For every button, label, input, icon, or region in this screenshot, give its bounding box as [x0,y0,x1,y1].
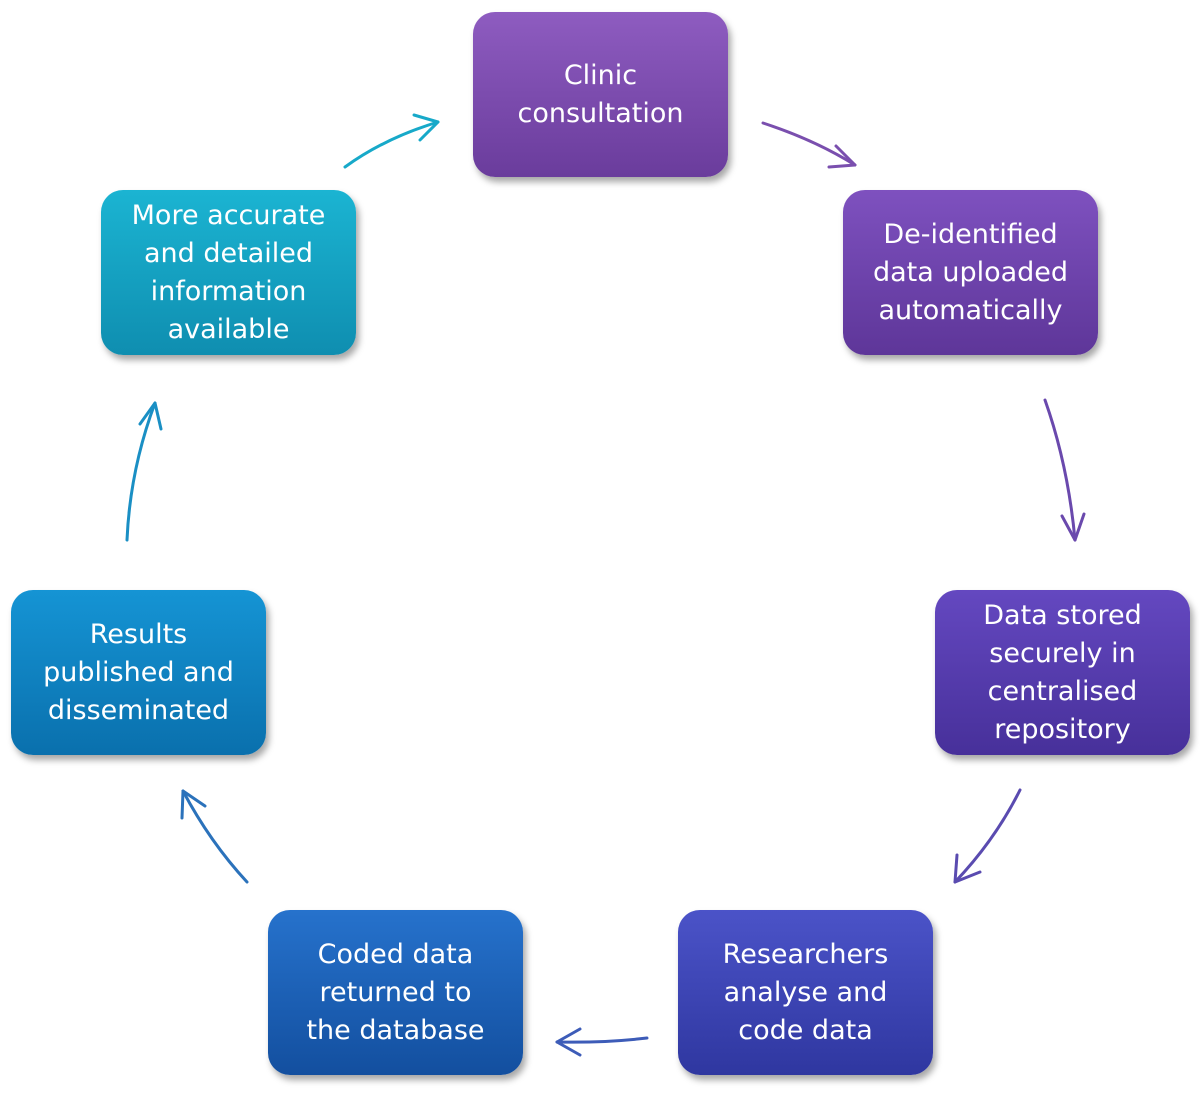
arrow-head-accurate-to-clinic [412,113,440,142]
arrow-deidentified-to-stored [1043,398,1077,542]
arrow-head-researchers-to-coded [555,1027,582,1057]
step-de-identified-data-uploaded: De-identified data uploaded automaticall… [843,190,1098,355]
step-results-published: Results published and disseminated [11,590,266,755]
step-coded-data-returned: Coded data returned to the database [268,910,523,1075]
step-data-stored-securely: Data stored securely in centralised repo… [935,590,1190,755]
arrow-accurate-to-clinic [343,120,440,169]
arrow-head-clinic-to-deidentified [827,144,857,169]
arrow-head-coded-to-results [180,789,207,820]
arrow-head-deidentified-to-stored [1060,512,1086,542]
step-more-accurate-information: More accurate and detailed information a… [101,190,356,355]
arrow-head-results-to-accurate [138,401,163,431]
arrow-stored-to-researchers [953,788,1022,884]
arrow-clinic-to-deidentified [761,121,857,167]
arrow-coded-to-results [181,789,249,884]
step-clinic-consultation: Clinic consultation [473,12,728,177]
step-researchers-analyse: Researchers analyse and code data [678,910,933,1075]
arrow-researchers-to-coded [555,1036,649,1044]
arrow-head-stored-to-researchers [953,853,982,884]
arrow-results-to-accurate [125,401,157,542]
